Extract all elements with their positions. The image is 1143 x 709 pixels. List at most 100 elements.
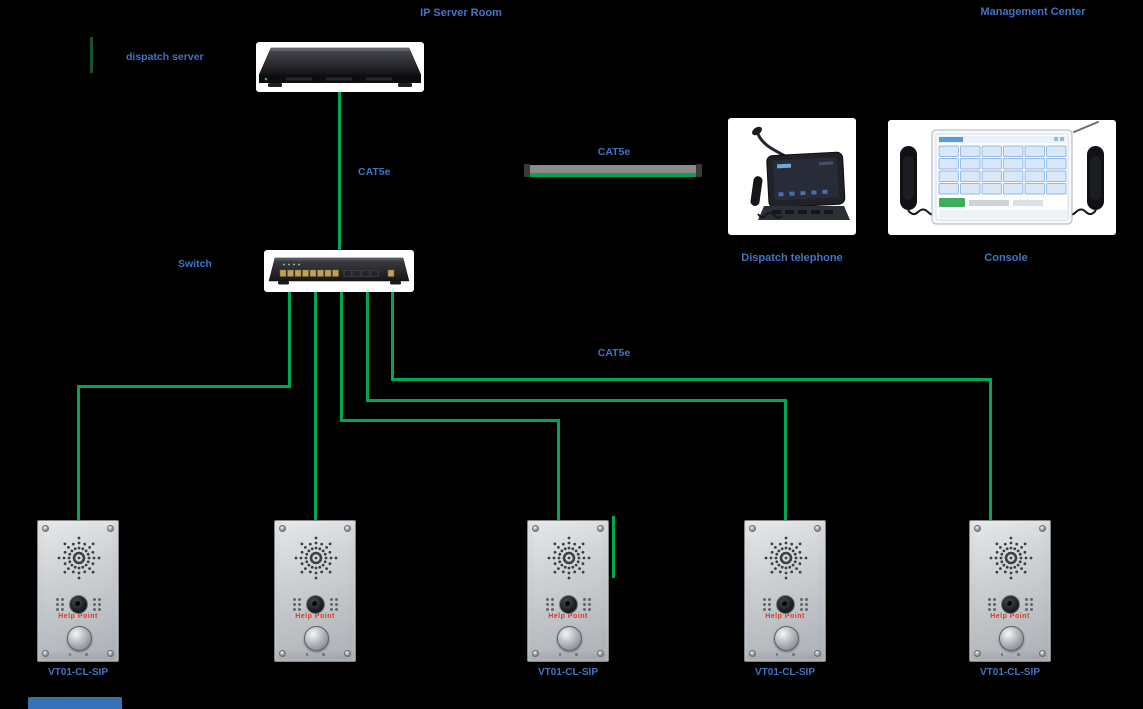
camera-icon [558,594,578,614]
screw-icon [749,650,756,657]
call-button [774,626,799,651]
cable-down-terminal-5 [989,378,992,520]
intercom-panel: Help Point [274,520,356,662]
help-point-label: Help Point [990,613,1030,620]
zone-title-management-center: Management Center [980,6,1086,18]
screw-icon [814,650,821,657]
speaker-grille-icon [57,536,101,580]
screw-icon [749,525,756,532]
switch-label: Switch [178,258,212,270]
cable-drop-5 [391,292,394,381]
call-button [999,626,1024,651]
led-dots [762,597,771,611]
cable-label-management: CAT5e [597,146,631,158]
terminal-model-label: VT01-CL-SIP [537,667,598,678]
screw-icon [597,650,604,657]
screw-icon [974,650,981,657]
screw-icon [42,650,49,657]
bottom-dots [275,653,355,656]
speaker-grille-icon [547,536,591,580]
cable-down-terminal-2 [314,292,317,520]
rack-server-node [256,42,424,92]
cable-down-terminal-4 [784,399,787,520]
led-dots [292,597,301,611]
screw-icon [107,650,114,657]
network-switch-icon [268,257,410,285]
bottom-banner [28,697,122,709]
intercom-panel: Help Point [744,520,826,662]
cable-connector-icon [524,164,530,177]
console-icon [900,121,1104,225]
bottom-dots [745,653,825,656]
help-point-label: Help Point [295,613,335,620]
console-node [888,120,1116,235]
cable-stub [612,516,615,578]
cable-connector-icon [696,164,702,177]
led-dots [545,597,554,611]
cable-run-terminal-1 [77,385,291,388]
led-dots [1024,597,1033,611]
screw-icon [814,525,821,532]
cable-drop-4 [366,292,369,402]
speaker-grille-icon [989,536,1033,580]
camera-icon [1000,594,1020,614]
terminal-model-label: VT01-CL-SIP [754,667,815,678]
cable-tick [90,37,93,73]
cable-drop-3 [340,292,343,422]
help-point-label: Help Point [58,613,98,620]
screw-icon [344,525,351,532]
cable-down-terminal-3 [557,419,560,520]
screw-icon [532,525,539,532]
dispatch-telephone-label: Dispatch telephone [741,252,843,264]
call-button [67,626,92,651]
cable-label-terminals: CAT5e [597,347,631,359]
help-point-label: Help Point [548,613,588,620]
screw-icon [1039,650,1046,657]
camera-icon [775,594,795,614]
screw-icon [279,650,286,657]
terminal-model-label: VT01-CL-SIP [979,667,1040,678]
call-button [557,626,582,651]
call-button [304,626,329,651]
camera-icon [68,594,88,614]
led-dots [987,597,996,611]
zone-title-ip-server-room: IP Server Room [420,7,502,19]
led-dots [799,597,808,611]
cable-run-terminal-3 [340,419,560,422]
screw-icon [344,650,351,657]
console-label: Console [984,252,1028,264]
screw-icon [107,525,114,532]
led-dots [329,597,338,611]
dispatch-server-label: dispatch server [126,51,204,63]
cable-run-terminal-5 [391,378,992,381]
led-dots [582,597,591,611]
help-point-label: Help Point [765,613,805,620]
screw-icon [974,525,981,532]
screw-icon [42,525,49,532]
terminal-model-label: VT01-CL-SIP [47,667,108,678]
led-dots [55,597,64,611]
screw-icon [597,525,604,532]
screw-icon [279,525,286,532]
speaker-grille-icon [764,536,808,580]
dispatch-telephone-icon [750,126,850,220]
speaker-grille-icon [294,536,338,580]
cable-server-to-switch [338,92,341,250]
bottom-dots [528,653,608,656]
rack-server-icon [258,47,422,87]
bottom-dots [38,653,118,656]
led-dots [92,597,101,611]
intercom-panel: Help Point [527,520,609,662]
cable-label-server-switch: CAT5e [358,166,391,178]
dispatch-telephone-node [728,118,856,235]
bottom-dots [970,653,1050,656]
cable-down-terminal-1 [77,385,80,520]
camera-icon [305,594,325,614]
switch-node [264,250,414,292]
screw-icon [532,650,539,657]
intercom-panel: Help Point [37,520,119,662]
intercom-panel: Help Point [969,520,1051,662]
cable-drop-1 [288,292,291,387]
screw-icon [1039,525,1046,532]
